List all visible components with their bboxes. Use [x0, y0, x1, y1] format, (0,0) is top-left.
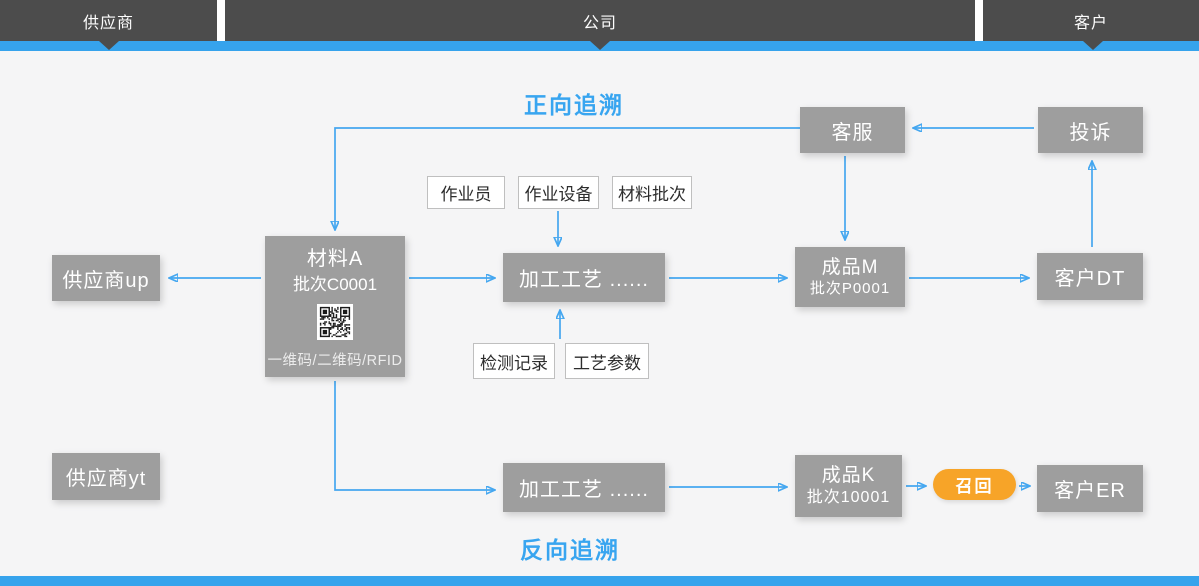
bottom-blue-bar: [0, 576, 1199, 586]
node-material-a-caption: 一维码/二维码/RFID: [267, 353, 403, 369]
node-customer-er-label: 客户ER: [1054, 480, 1126, 502]
node-customer-service-label: 客服: [831, 121, 874, 144]
tag-equipment: 作业设备: [518, 176, 599, 209]
node-product-k-title: 成品K: [821, 465, 876, 487]
node-process-top-label: 加工工艺 ......: [519, 269, 649, 291]
node-recall-badge: 召回: [933, 469, 1016, 500]
tag-material-batch-label: 材料批次: [618, 185, 686, 204]
header-segment-supplier: 供应商: [0, 0, 217, 41]
arrow-material-to-process2: [334, 381, 494, 490]
node-supplier-up-label: 供应商up: [62, 269, 150, 292]
node-complaint: 投诉: [1038, 107, 1143, 153]
node-process-bottom-label: 加工工艺 ......: [519, 479, 649, 501]
node-process-top: 加工工艺 ......: [503, 253, 665, 302]
node-process-bottom: 加工工艺 ......: [503, 463, 665, 512]
node-product-m: 成品M 批次P0001: [795, 247, 905, 307]
header-segment-customer: 客户: [983, 0, 1199, 41]
header-bar: 供应商 公司 客户: [0, 0, 1199, 41]
qr-code-icon: [317, 304, 353, 340]
node-supplier-yt-label: 供应商yt: [65, 468, 147, 490]
backward-trace-title: 反向追溯: [520, 537, 620, 563]
node-customer-dt-label: 客户DT: [1054, 268, 1126, 290]
tag-process-params: 工艺参数: [565, 343, 649, 379]
node-product-k-batch: 批次10001: [806, 488, 891, 506]
tag-material-batch: 材料批次: [612, 176, 692, 209]
node-material-a-batch: 批次C0001: [292, 275, 378, 294]
header-pointer-company: [590, 41, 610, 50]
node-product-k: 成品K 批次10001: [795, 455, 902, 517]
node-recall-label: 召回: [955, 477, 994, 496]
tag-inspection-record-label: 检测记录: [480, 353, 548, 373]
node-material-a: 材料A 批次C0001 一维码/二维码/RFID: [265, 236, 405, 377]
header-pointer-customer: [1083, 41, 1103, 50]
tag-operator-label: 作业员: [440, 185, 492, 204]
header-segment-company: 公司: [225, 0, 975, 41]
header-label-company: 公司: [582, 14, 617, 32]
node-complaint-label: 投诉: [1069, 121, 1112, 144]
header-pointer-supplier: [99, 41, 119, 50]
tag-inspection-record: 检测记录: [473, 343, 555, 379]
node-product-m-batch: 批次P0001: [809, 279, 891, 297]
node-supplier-up: 供应商up: [52, 255, 160, 301]
header-label-customer: 客户: [1073, 14, 1108, 32]
tag-operator: 作业员: [427, 176, 505, 209]
node-customer-service: 客服: [800, 107, 905, 153]
node-supplier-yt: 供应商yt: [52, 453, 160, 500]
node-customer-er: 客户ER: [1037, 465, 1143, 512]
node-material-a-title: 材料A: [306, 248, 364, 270]
tag-equipment-label: 作业设备: [524, 185, 593, 204]
node-product-m-title: 成品M: [821, 256, 879, 278]
node-customer-dt: 客户DT: [1037, 253, 1143, 300]
header-label-supplier: 供应商: [82, 14, 134, 32]
tag-process-params-label: 工艺参数: [573, 353, 641, 373]
forward-trace-title: 正向追溯: [524, 92, 624, 118]
